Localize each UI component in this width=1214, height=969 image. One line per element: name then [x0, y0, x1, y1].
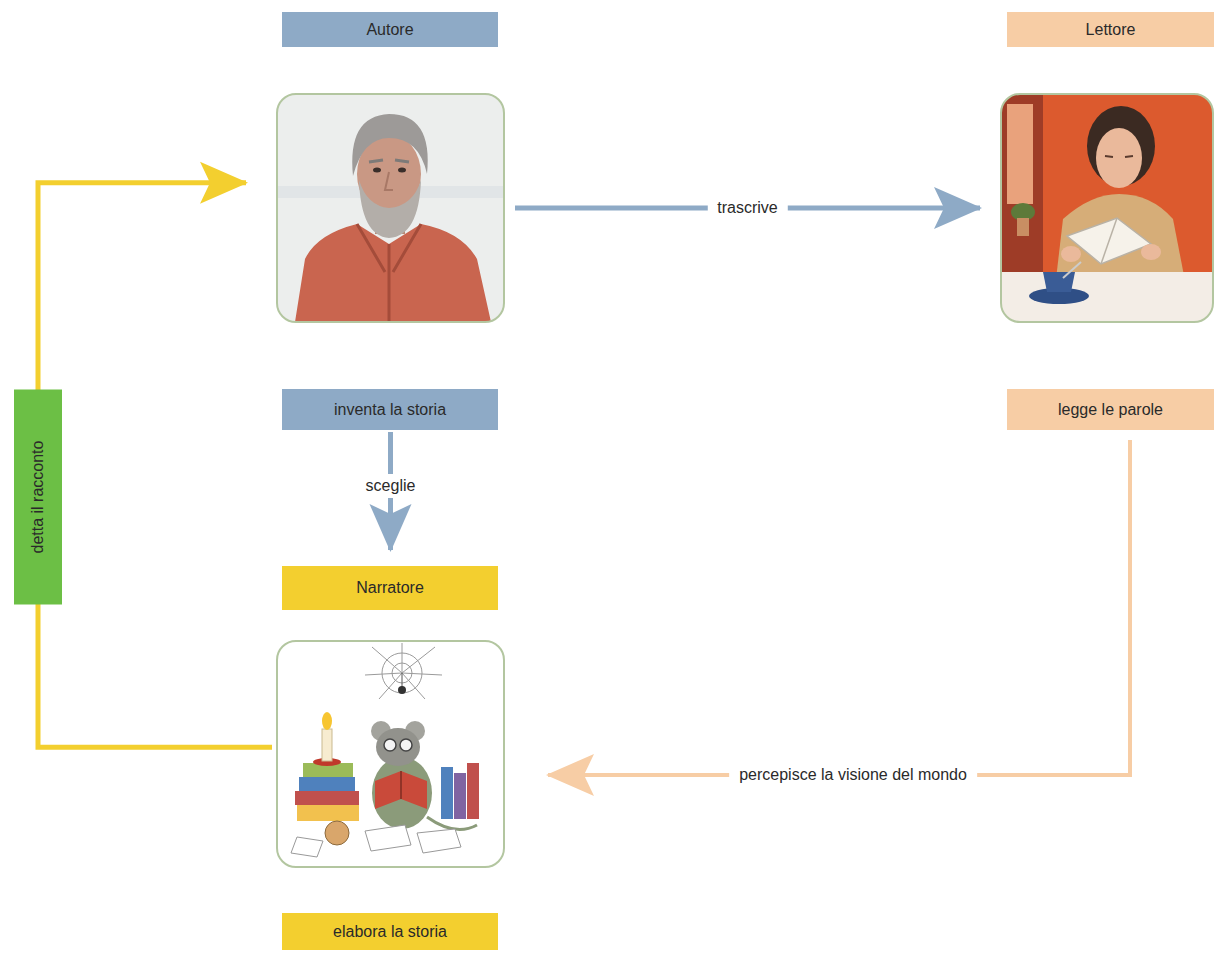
- narrator-node: Narratore elabora la storia: [276, 566, 505, 950]
- edge-label: sceglie: [356, 474, 426, 498]
- spider-thread: [402, 673, 403, 687]
- book: [467, 763, 479, 819]
- picture-frame: [1000, 93, 1214, 323]
- perceive-arrow: [548, 440, 1130, 775]
- paper: [365, 825, 411, 851]
- reader-node: Lettore legge le parole: [1000, 12, 1214, 430]
- narrator-drawing: [277, 641, 504, 868]
- painting-background: [1001, 94, 1213, 322]
- reader-painting: [1001, 94, 1213, 322]
- window: [1007, 104, 1033, 204]
- book: [441, 767, 453, 819]
- spiderweb: [382, 653, 422, 693]
- hand: [1141, 244, 1161, 260]
- eye: [398, 168, 406, 173]
- mouse-body: [372, 757, 432, 829]
- shirt: [295, 224, 491, 322]
- drawing-background: [277, 641, 504, 868]
- face: [1096, 128, 1142, 188]
- open-book: [375, 771, 427, 809]
- nose: [385, 172, 393, 190]
- beard: [359, 180, 421, 238]
- tablecloth: [1001, 272, 1213, 322]
- book: [297, 805, 359, 821]
- node-heading: Narratore: [282, 566, 498, 610]
- book-spine: [400, 771, 402, 799]
- dictate-arrow: [38, 183, 272, 747]
- book: [454, 773, 466, 819]
- author-portrait: [277, 94, 504, 322]
- paper: [417, 829, 461, 853]
- cup: [1043, 272, 1075, 292]
- book-spine: [1101, 218, 1117, 264]
- author-node: Autore inventa la storia: [276, 12, 505, 430]
- shirt-fold: [357, 224, 421, 322]
- book: [299, 777, 355, 791]
- spiderweb: [365, 643, 442, 699]
- eyes: [1105, 156, 1133, 157]
- eye: [373, 168, 381, 173]
- glasses: [384, 739, 396, 751]
- hair: [352, 114, 427, 176]
- edge-label: trascrive: [707, 196, 787, 220]
- book: [295, 791, 359, 805]
- portrait-background: [277, 94, 504, 322]
- eyebrows: [369, 160, 409, 162]
- edge-label: percepisce la visione del mondo: [729, 763, 977, 787]
- candle: [322, 729, 332, 761]
- flowerpot: [1017, 218, 1029, 236]
- glasses: [400, 739, 412, 751]
- node-heading: Lettore: [1007, 12, 1214, 47]
- globe: [325, 821, 349, 845]
- node-caption: elabora la storia: [282, 913, 498, 950]
- hand: [1061, 246, 1081, 262]
- picture-frame: [276, 93, 505, 323]
- flame: [322, 712, 332, 730]
- node-caption: legge le parole: [1007, 389, 1214, 430]
- spider: [398, 686, 406, 694]
- spoon: [1063, 262, 1081, 278]
- node-caption: inventa la storia: [282, 389, 498, 430]
- picture-frame: [276, 640, 505, 868]
- mouse-head: [376, 728, 420, 766]
- vertical-edge-label: detta il racconto: [14, 390, 62, 605]
- paper: [291, 837, 323, 857]
- node-heading: Autore: [282, 12, 498, 47]
